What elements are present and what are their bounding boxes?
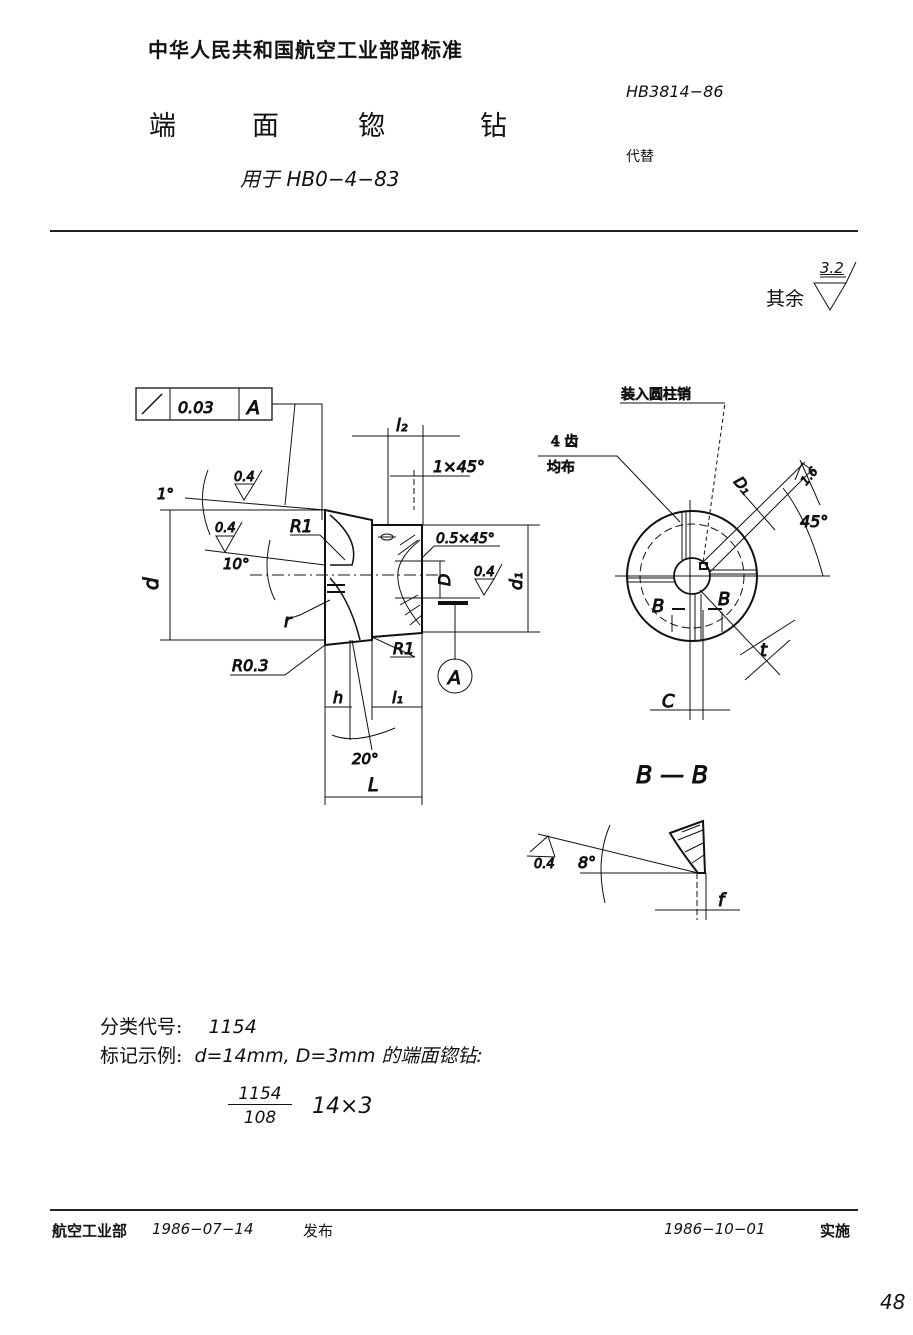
replaces-label: 代替 — [626, 149, 654, 165]
title-char-2: 面 — [252, 111, 279, 142]
svg-text:l₁: l₁ — [392, 688, 403, 707]
svg-text:l₂: l₂ — [396, 416, 408, 436]
svg-text:B: B — [652, 596, 664, 617]
roughness-symbol-icon — [813, 261, 857, 311]
svg-text:L: L — [368, 774, 379, 796]
svg-text:1×45°: 1×45° — [433, 457, 485, 476]
effective-date: 1986−10−01 — [664, 1220, 766, 1238]
svg-text:r: r — [284, 611, 293, 632]
svg-text:8°: 8° — [578, 853, 596, 872]
svg-text:均布: 均布 — [547, 460, 575, 476]
svg-text:0.4: 0.4 — [234, 470, 255, 485]
svg-text:A: A — [245, 397, 260, 419]
svg-text:t: t — [760, 640, 768, 661]
issuer: 航空工业部 — [52, 1222, 128, 1240]
svg-text:C: C — [662, 691, 675, 712]
marking-text: d=14mm, D=3mm 的端面锪钻: — [194, 1045, 483, 1067]
svg-text:0.03: 0.03 — [178, 398, 214, 417]
fraction-bottom: 108 — [243, 1108, 277, 1128]
svg-text:R1: R1 — [393, 639, 414, 658]
svg-text:D₁: D₁ — [730, 473, 755, 498]
section-detail: 0.4 8° f — [526, 819, 740, 920]
svg-text:B: B — [718, 589, 730, 610]
classification-value: 1154 — [208, 1016, 257, 1038]
svg-text:h: h — [333, 688, 343, 707]
organization-title: 中华人民共和国航空工业部部标准 — [148, 38, 463, 62]
svg-text:f: f — [718, 890, 727, 911]
svg-text:B — B: B — B — [636, 761, 708, 789]
svg-text:R0.3: R0.3 — [232, 656, 269, 675]
standard-code: HB3814−86 — [626, 82, 724, 101]
svg-text:R1: R1 — [290, 517, 313, 537]
marking-size: 14×3 — [312, 1094, 373, 1119]
title-char-1: 端 — [149, 111, 176, 142]
side-view: 0.03 A l₂ 1×45° 0.4 1° 0.4 R1 10° 0.5×45… — [135, 387, 540, 805]
svg-text:0.5×45°: 0.5×45° — [436, 531, 495, 547]
svg-text:1°: 1° — [157, 485, 174, 503]
svg-text:d₁: d₁ — [507, 572, 527, 590]
header-divider — [50, 230, 858, 232]
marking-row: 标记示例: d=14mm, D=3mm 的端面锪钻: — [100, 1041, 483, 1068]
footer-divider — [50, 1209, 858, 1211]
svg-text:0.4: 0.4 — [534, 857, 555, 872]
classification-row: 分类代号: 1154 — [100, 1012, 257, 1039]
marking-label: 标记示例: — [100, 1045, 183, 1067]
surface-finish-rest-label: 其余 — [766, 288, 805, 310]
svg-text:0.4: 0.4 — [215, 521, 236, 536]
page-number: 48 — [880, 1290, 906, 1314]
svg-text:0.4: 0.4 — [474, 565, 495, 580]
effective-label: 实施 — [820, 1222, 851, 1240]
subtitle: 用于 HB0−4−83 — [240, 167, 400, 191]
surface-finish-rest-value: 3.2 — [820, 259, 844, 277]
issue-date: 1986−07−14 — [152, 1220, 254, 1238]
svg-text:45°: 45° — [800, 512, 828, 531]
svg-text:4 齿: 4 齿 — [551, 434, 578, 450]
issue-label: 发布 — [303, 1222, 334, 1240]
svg-text:装入圆柱销: 装入圆柱销 — [621, 387, 691, 403]
title-char-3: 锪 — [358, 111, 385, 142]
svg-text:20°: 20° — [352, 750, 379, 768]
svg-text:1.6: 1.6 — [798, 464, 821, 488]
end-view: 装入圆柱销 4 齿 均布 D₁ 1.6 45° B B t C B — B — [538, 387, 830, 790]
title-char-4: 钻 — [480, 111, 507, 142]
svg-text:10°: 10° — [223, 555, 250, 573]
svg-text:D: D — [435, 574, 454, 586]
svg-text:d: d — [139, 577, 163, 590]
svg-text:A: A — [446, 667, 461, 689]
fraction-top: 1154 — [228, 1084, 292, 1105]
classification-label: 分类代号: — [100, 1016, 183, 1038]
